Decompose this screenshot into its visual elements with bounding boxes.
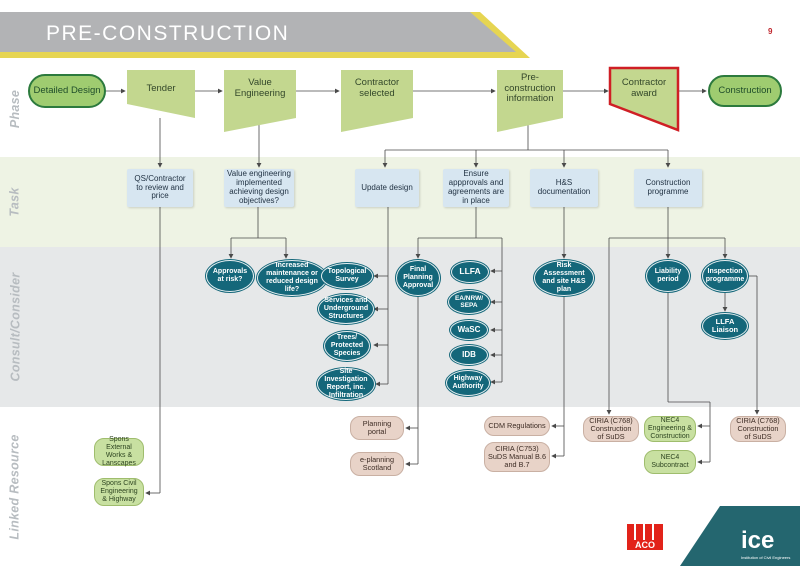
consult-trees-protected-species[interactable]: Trees/ Protected Species xyxy=(324,331,370,361)
task-value-engineering-implemented[interactable]: Value engineering implemented achieving … xyxy=(224,169,294,207)
phase-detailed-design[interactable]: Detailed Design xyxy=(28,74,106,108)
resource-ciria-c753[interactable]: CIRIA (C753) SuDS Manual B.6 and B.7 xyxy=(484,442,550,472)
resource-nec4-subcontract[interactable]: NEC4 Subcontract xyxy=(644,450,696,474)
consult-idb[interactable]: IDB xyxy=(450,345,488,365)
page-title: PRE-CONSTRUCTION xyxy=(46,22,289,45)
task-ensure-approvals[interactable]: Ensure appprovals and agreements are in … xyxy=(443,169,509,207)
task-qs-contractor[interactable]: QS/Contractor to review and price xyxy=(127,169,193,207)
resource-cdm-regulations[interactable]: CDM Regulations xyxy=(484,416,550,436)
phase-contractor-award[interactable]: Contractor award xyxy=(621,77,667,99)
consult-llfa[interactable]: LLFA xyxy=(451,261,489,283)
phase-construction[interactable]: Construction xyxy=(708,75,782,107)
phase-value-engineering[interactable]: Value Engineering xyxy=(234,77,286,99)
svg-text:ice: ice xyxy=(741,527,774,554)
resource-nec4-engineering[interactable]: NEC4 Engineering & Construction xyxy=(644,416,696,442)
consult-services-underground[interactable]: Services and Underground Structures xyxy=(318,294,374,324)
phase-contractor-selected[interactable]: Contractor selected xyxy=(354,77,400,99)
consult-risk-assessment[interactable]: Risk Assessment and site H&S plan xyxy=(534,260,594,296)
consult-approvals-at-risk[interactable]: Approvals at risk? xyxy=(206,260,254,292)
consult-inspection-programme[interactable]: Inspection programme xyxy=(702,260,748,292)
task-construction-programme[interactable]: Construction programme xyxy=(634,169,702,207)
consult-ea-nrw-sepa[interactable]: EA/NRW/ SEPA xyxy=(448,290,490,314)
consult-increased-maintenance[interactable]: Increased maintenance or reduced design … xyxy=(257,260,327,296)
resource-e-planning-scotland[interactable]: e-planning Scotland xyxy=(350,452,404,476)
resource-spons-civil-engineering[interactable]: Spons Civil Engineering & Highway xyxy=(94,478,144,506)
phase-tender[interactable]: Tender xyxy=(146,82,176,94)
consult-site-investigation[interactable]: Site Investigation Report, inc. Infiltra… xyxy=(317,368,375,400)
header-banner: PRE-CONSTRUCTION 9 xyxy=(0,12,773,58)
svg-text:Institution of Civil Engineers: Institution of Civil Engineers xyxy=(741,555,790,560)
resource-ciria-c768-a[interactable]: CIRIA (C768) Construction of SuDS xyxy=(583,416,639,442)
resource-spons-external-works[interactable]: Spons External Works & Lanscapes xyxy=(94,436,144,467)
consult-wasc[interactable]: WaSC xyxy=(450,320,488,340)
consult-highway-authority[interactable]: Highway Authority xyxy=(446,370,490,396)
consult-liability-period[interactable]: Liability period xyxy=(646,260,690,292)
task-update-design[interactable]: Update design xyxy=(355,169,419,207)
ice-logo: ice Institution of Civil Engineers xyxy=(680,506,800,566)
phase-preconstruction-information[interactable]: Pre-construction information xyxy=(504,72,556,105)
resource-ciria-c768-b[interactable]: CIRIA (C768) Construction of SuDS xyxy=(730,416,786,442)
consult-final-planning-approval[interactable]: Final Planning Approval xyxy=(396,260,440,296)
consult-llfa-liaison[interactable]: LLFA Liaison xyxy=(702,313,748,339)
page-number: 9 xyxy=(768,27,773,36)
aco-logo: ACO xyxy=(627,524,663,550)
consult-topological-survey[interactable]: Topological Survey xyxy=(321,263,373,289)
task-hs-documentation[interactable]: H&S documentation xyxy=(530,169,598,207)
phase-shapes xyxy=(127,66,680,132)
resource-planning-portal[interactable]: Planning portal xyxy=(350,416,404,440)
